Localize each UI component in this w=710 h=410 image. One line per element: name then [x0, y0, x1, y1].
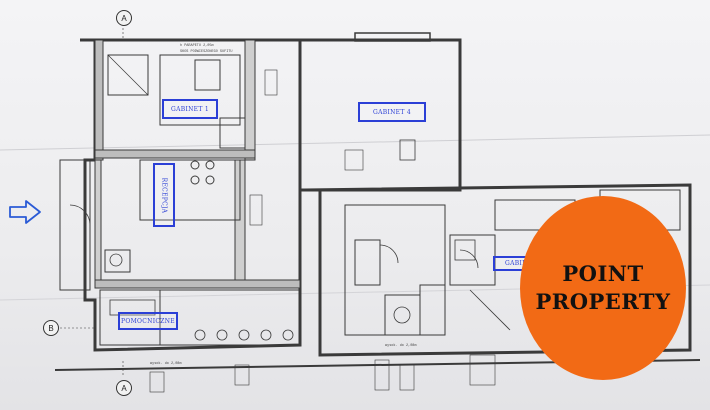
ceiling-note: SKOS PODWIESZONEGO SUFITU: [180, 50, 233, 54]
room-label-gabinet-1: GABINET 1: [162, 99, 218, 119]
parapet-note: h PARAPETU 2,05m: [180, 44, 214, 48]
axis-marker-a-top: A: [116, 10, 132, 26]
height-note-1: wysok. do 2,08m: [385, 344, 417, 348]
room-label-gabinet-1-text: GABINET 1: [171, 105, 209, 113]
logo-line-2: PROPERTY: [535, 289, 671, 314]
point-property-logo: POINT PROPERTY: [520, 196, 686, 380]
room-label-gabinet-4-text: GABINET 4: [373, 108, 411, 116]
entrance-arrow-icon: [9, 200, 41, 224]
axis-marker-a-bottom: A: [116, 380, 132, 396]
room-label-pomocniczne-text: POMOCNICZNE: [121, 317, 175, 325]
outer-wall-left-block: [80, 38, 302, 352]
room-label-recepcja-text: RECEPCJA: [160, 177, 168, 213]
room-label-gabinet-4: GABINET 4: [358, 102, 426, 122]
room-label-pomocniczne: POMOCNICZNE: [118, 312, 178, 330]
axis-marker-b-left: B: [43, 320, 59, 336]
outer-wall-right-block: [304, 183, 692, 357]
room-label-recepcja: RECEPCJA: [153, 163, 175, 227]
height-note-2: wysok. do 2,08m: [150, 362, 182, 366]
logo-line-1: POINT: [562, 261, 644, 286]
room-label-gabinet-partial-text: GABIN: [505, 260, 528, 267]
